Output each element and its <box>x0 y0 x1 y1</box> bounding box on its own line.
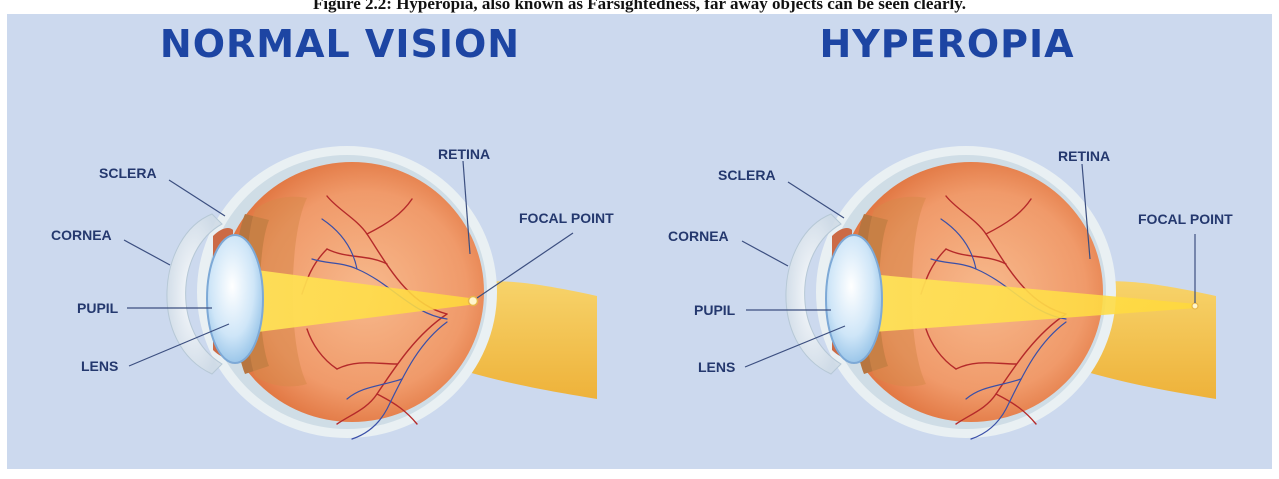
eye-diagrams: NORMAL VISION SCLERA CORNEA PUPIL LENS R… <box>7 14 1272 469</box>
title-hyperopia: HYPEROPIA <box>819 22 1074 66</box>
label-sclera-normal: SCLERA <box>99 165 157 181</box>
normal-eye <box>167 146 597 439</box>
label-focal-point-normal: FOCAL POINT <box>519 210 614 226</box>
hyperopia-eye <box>786 146 1216 439</box>
focal-point-marker-hyperopia <box>1192 303 1198 309</box>
label-cornea-normal: CORNEA <box>51 227 112 243</box>
figure-caption: Figure 2.2: Hyperopia, also known as Far… <box>0 0 1279 14</box>
label-cornea-hyperopia: CORNEA <box>668 228 729 244</box>
label-pupil-hyperopia: PUPIL <box>694 302 736 318</box>
label-focal-point-hyperopia: FOCAL POINT <box>1138 211 1233 227</box>
label-retina-normal: RETINA <box>438 146 490 162</box>
lens-shape-hyperopia <box>826 235 882 363</box>
label-lens-normal: LENS <box>81 358 118 374</box>
diagram-panel: NORMAL VISION SCLERA CORNEA PUPIL LENS R… <box>7 14 1272 469</box>
label-lens-hyperopia: LENS <box>698 359 735 375</box>
lens-shape <box>207 235 263 363</box>
label-pupil-normal: PUPIL <box>77 300 119 316</box>
label-sclera-hyperopia: SCLERA <box>718 167 776 183</box>
focal-point-marker <box>469 297 478 306</box>
title-normal-vision: NORMAL VISION <box>160 22 520 66</box>
label-retina-hyperopia: RETINA <box>1058 148 1110 164</box>
